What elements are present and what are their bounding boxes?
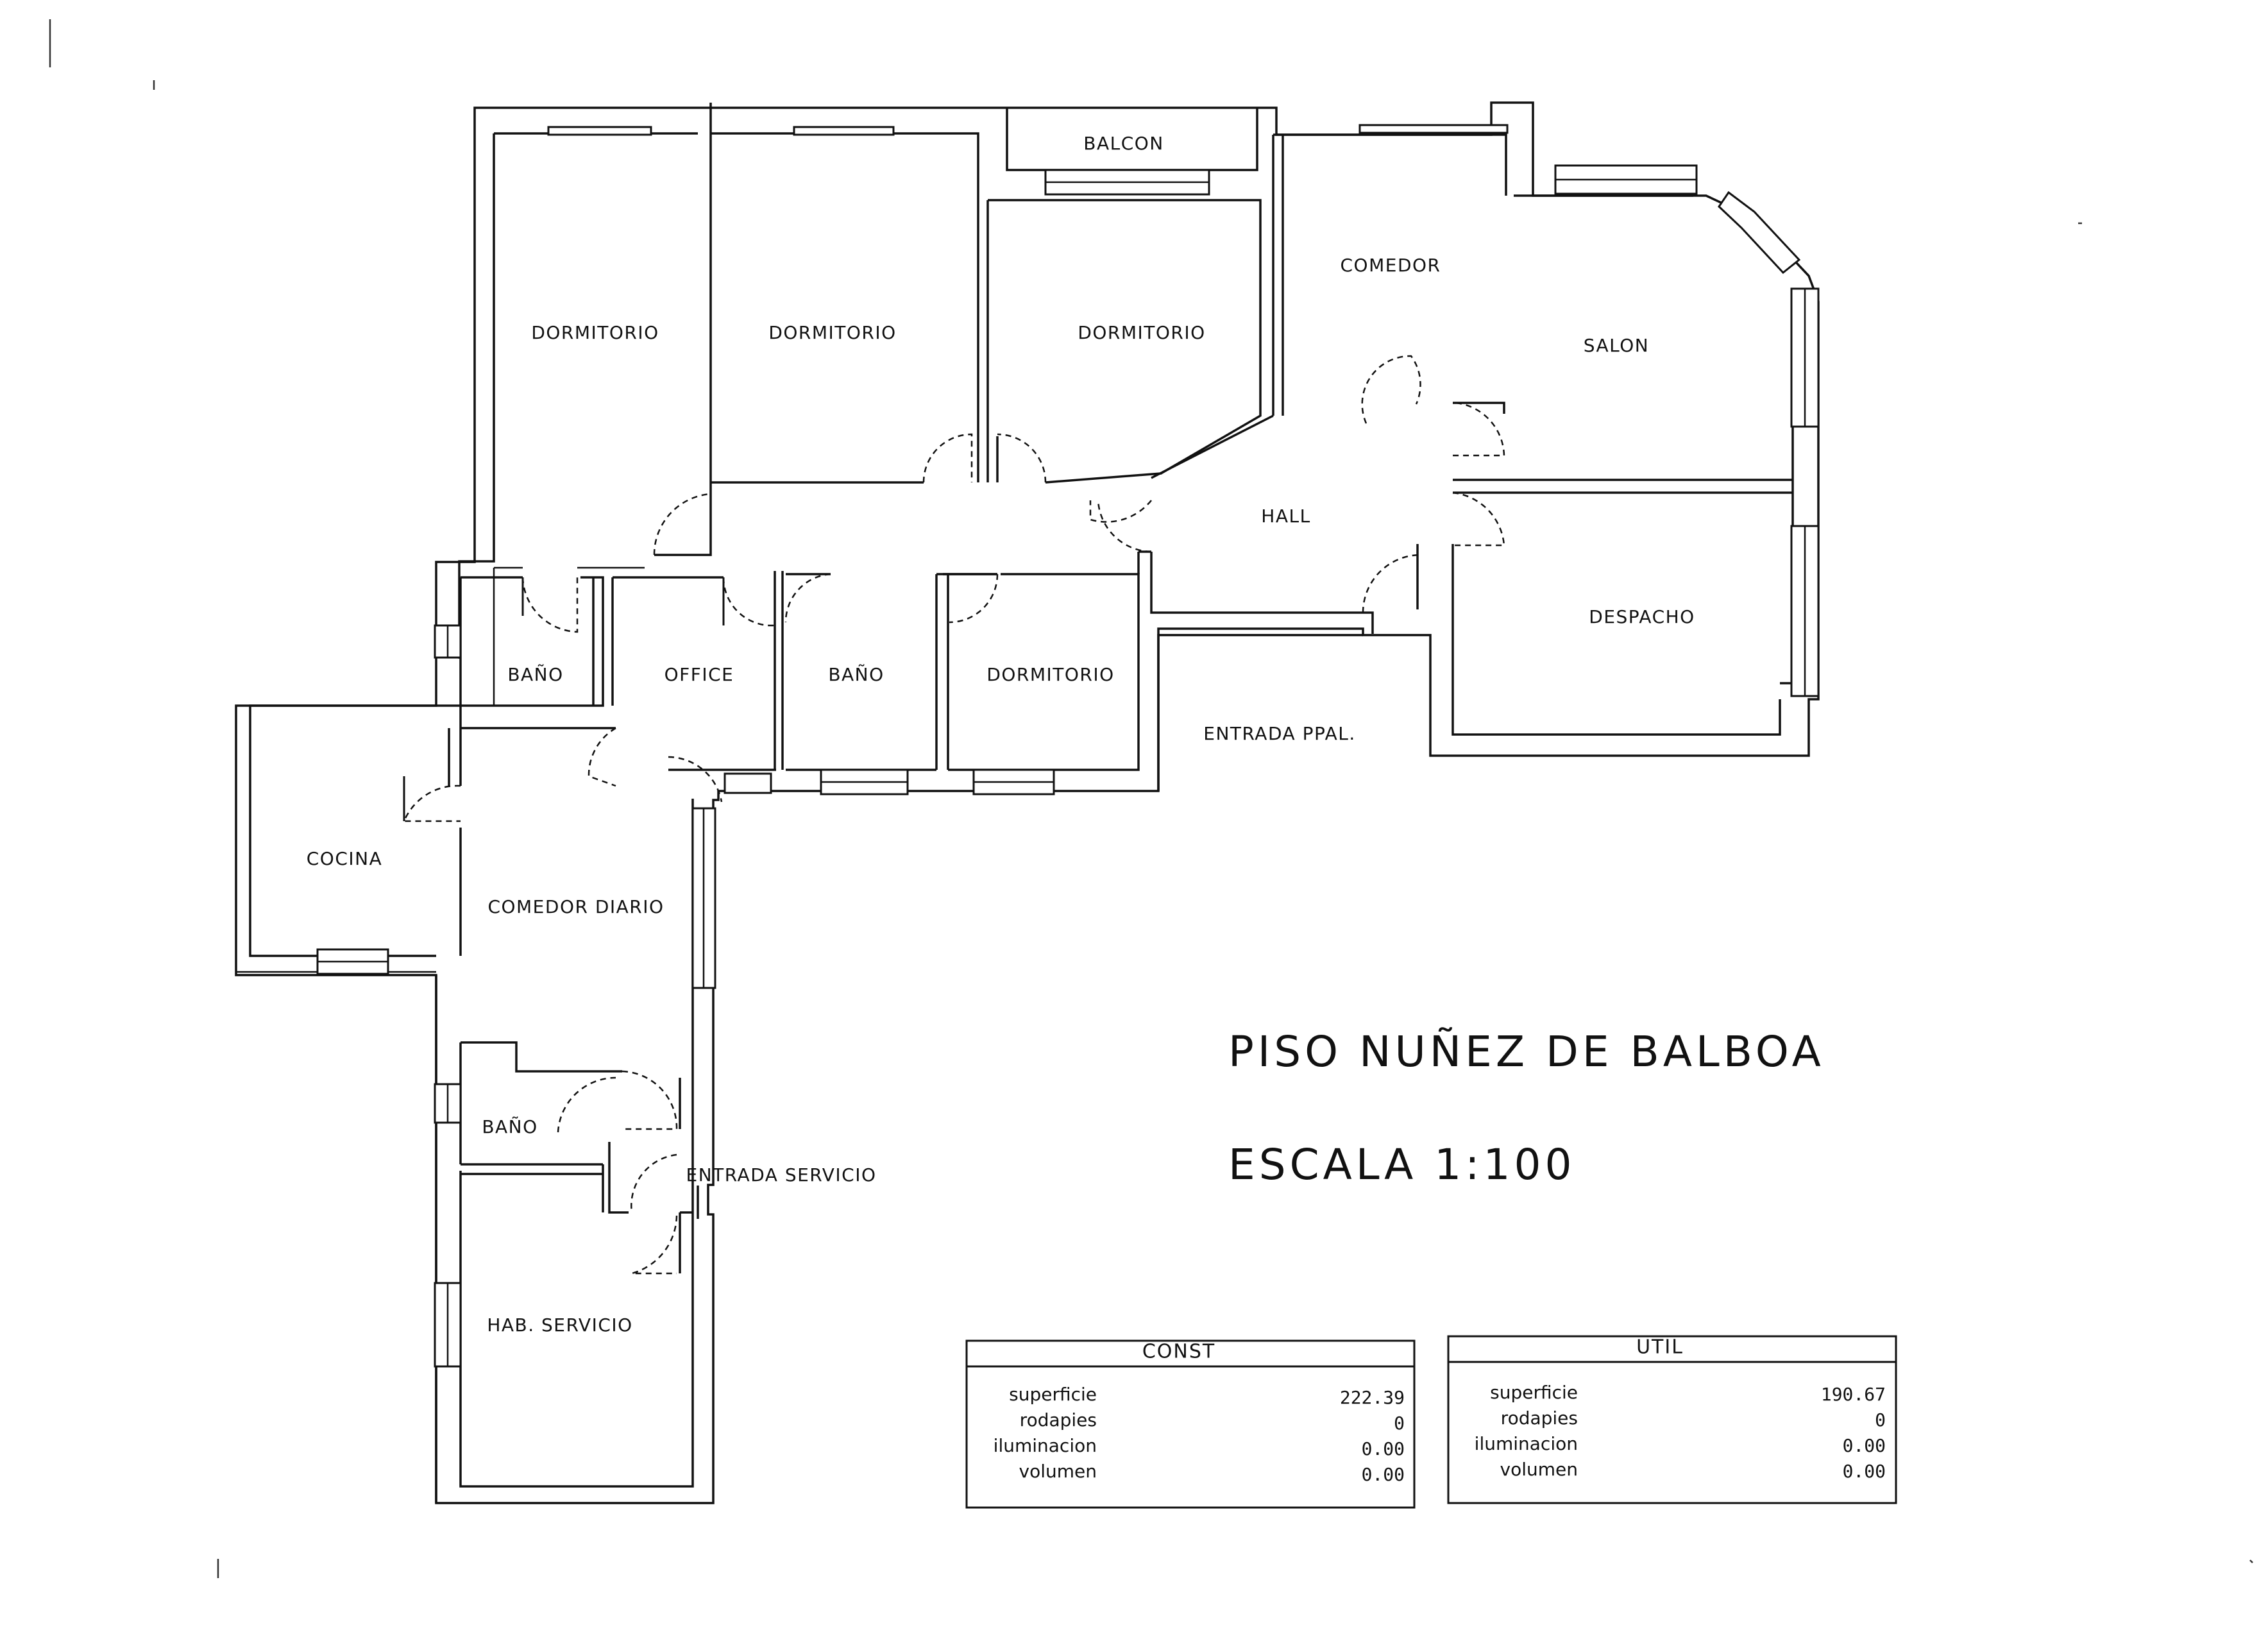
label-office: OFFICE <box>664 664 734 685</box>
label-bano-3: BAÑO <box>482 1116 537 1137</box>
util-val-iluminacion: 0.00 <box>1843 1435 1886 1456</box>
const-val-volumen: 0.00 <box>1362 1464 1405 1485</box>
label-dormitorio-1: DORMITORIO <box>531 322 659 343</box>
util-val-rodapies: 0 <box>1875 1409 1886 1431</box>
label-salon: SALON <box>1584 335 1650 356</box>
const-key-rodapies: rodapies <box>1020 1409 1097 1431</box>
table-const: CONST superficie rodapies iluminacion vo… <box>965 1339 1416 1509</box>
room-labels: DORMITORIO DORMITORIO DORMITORIO BALCON … <box>307 133 1695 1336</box>
doors <box>403 355 1505 1275</box>
exterior-walls <box>235 101 1820 1504</box>
util-val-volumen: 0.00 <box>1843 1461 1886 1482</box>
util-key-superficie: superficie <box>1490 1382 1578 1403</box>
label-dormitorio-4: DORMITORIO <box>986 664 1114 685</box>
util-key-volumen: volumen <box>1500 1459 1578 1480</box>
interior-walls <box>236 103 1793 1503</box>
plan-name: PISO NUÑEZ DE BALBOA <box>1228 1027 1825 1076</box>
const-val-rodapies: 0 <box>1394 1413 1405 1434</box>
util-key-rodapies: rodapies <box>1501 1407 1578 1429</box>
table-util-header: UTIL <box>1636 1336 1684 1359</box>
const-val-superficie: 222.39 <box>1340 1387 1405 1408</box>
const-key-superficie: superficie <box>1009 1384 1097 1405</box>
plan-title-block: PISO NUÑEZ DE BALBOA ESCALA 1:100 <box>1228 1027 1825 1189</box>
plan-scale: ESCALA 1:100 <box>1228 1140 1575 1189</box>
label-despacho: DESPACHO <box>1589 606 1695 627</box>
label-entrada-servicio: ENTRADA SERVICIO <box>686 1164 877 1186</box>
util-key-iluminacion: iluminacion <box>1475 1433 1578 1454</box>
const-key-volumen: volumen <box>1019 1461 1097 1482</box>
label-entrada-ppal: ENTRADA PPAL. <box>1203 723 1355 744</box>
label-hall: HALL <box>1261 506 1310 527</box>
label-cocina: COCINA <box>307 848 383 869</box>
const-val-iluminacion: 0.00 <box>1362 1438 1405 1459</box>
label-bano-1: BAÑO <box>507 664 563 685</box>
const-key-iluminacion: iluminacion <box>994 1435 1097 1456</box>
windows <box>316 124 1820 1368</box>
util-val-superficie: 190.67 <box>1821 1384 1886 1405</box>
label-comedor: COMEDOR <box>1341 255 1441 276</box>
table-util: UTIL superficie rodapies iluminacion vol… <box>1447 1335 1897 1504</box>
scan-marks <box>49 19 2253 1578</box>
label-hab-servicio: HAB. SERVICIO <box>487 1314 632 1336</box>
label-dormitorio-2: DORMITORIO <box>768 322 896 343</box>
label-dormitorio-3: DORMITORIO <box>1078 322 1205 343</box>
label-comedor-diario: COMEDOR DIARIO <box>487 896 664 917</box>
label-balcon: BALCON <box>1083 133 1164 154</box>
label-bano-2: BAÑO <box>828 664 884 685</box>
table-const-header: CONST <box>1142 1341 1215 1363</box>
